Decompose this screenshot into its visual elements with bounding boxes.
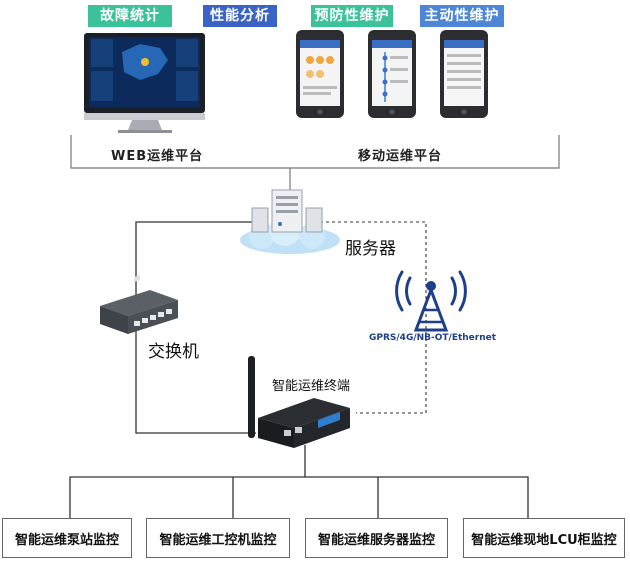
switch-label: 交换机 xyxy=(148,342,199,362)
web-platform-label: WEB运维平台 xyxy=(111,149,204,164)
box-server-monitor: 智能运维服务器监控 xyxy=(305,518,448,558)
server-label: 服务器 xyxy=(345,239,396,259)
box-industrial-pc: 智能运维工控机监控 xyxy=(146,518,290,558)
phone-2 xyxy=(368,30,416,118)
phone-3 xyxy=(440,30,488,118)
terminal-label: 智能运维终端 xyxy=(272,379,351,394)
tag-fault-stats: 故障统计 xyxy=(88,5,172,27)
tag-active-maintenance: 主动性维护 xyxy=(420,5,504,27)
network-protocol-label: GPRS/4G/NB-OT/Ethernet xyxy=(369,333,497,343)
tag-preventive-maintenance: 预防性维护 xyxy=(311,5,393,27)
box-lcu-cabinet: 智能运维现地LCU柜监控 xyxy=(463,518,625,558)
tag-performance-analysis: 性能分析 xyxy=(203,5,277,27)
box-pump-station: 智能运维泵站监控 xyxy=(2,518,132,558)
phone-1 xyxy=(296,30,344,118)
mobile-platform-label: 移动运维平台 xyxy=(358,149,443,164)
